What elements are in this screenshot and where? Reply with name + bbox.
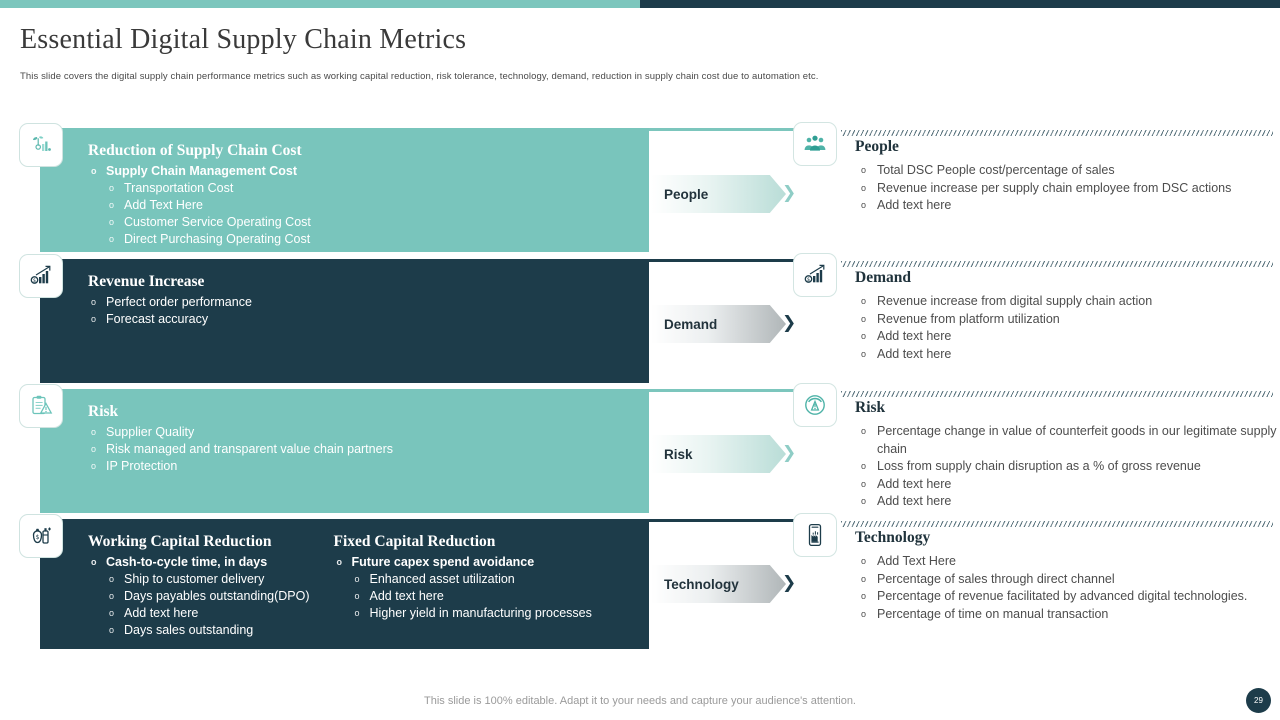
svg-text:$: $ (807, 277, 810, 283)
list-item: Add text here (859, 476, 1279, 494)
chevron-label: Technology (664, 576, 739, 592)
money-bar-chart-growth-icon: $ (19, 254, 63, 298)
list-item: Higher yield in manufacturing processes (352, 605, 592, 622)
left-block-capital-reduction[interactable]: Working Capital Reduction Cash-to-cycle … (0, 519, 649, 649)
left-block-sublist: Ship to customer delivery Days payables … (88, 571, 310, 639)
list-item: IP Protection (88, 458, 649, 475)
left-block-list: Future capex spend avoidance Enhanced as… (334, 554, 592, 622)
chevron-right-icon: ❯ (782, 573, 797, 592)
right-section-list: Add Text Here Percentage of sales throug… (859, 553, 1279, 623)
list-item: Add text here (859, 328, 1279, 346)
top-accent-bar-right (640, 0, 1280, 8)
right-section-title: People (855, 138, 899, 155)
left-block-title: Risk (88, 403, 119, 420)
list-item: Percentage change in value of counterfei… (859, 423, 1279, 458)
list-item: Revenue increase from digital supply cha… (859, 293, 1279, 311)
list-item: Revenue increase per supply chain employ… (859, 180, 1279, 198)
hatched-divider (841, 521, 1273, 527)
page-subtitle: This slide covers the digital supply cha… (20, 71, 819, 82)
chevron-banner-risk[interactable]: Risk (651, 435, 786, 473)
left-block-sublist: Enhanced asset utilization Add text here… (334, 571, 592, 622)
list-item: Ship to customer delivery (106, 571, 310, 588)
capital-column-fixed: Fixed Capital Reduction Future capex spe… (334, 533, 592, 639)
left-block-title: Fixed Capital Reduction (333, 533, 496, 550)
svg-text:$: $ (36, 534, 40, 541)
chevron-label: People (664, 186, 709, 202)
left-block-sublist: Transportation Cost Add Text Here Custom… (88, 180, 649, 248)
left-block-reduction-of-supply-chain-cost[interactable]: Reduction of Supply Chain Cost Supply Ch… (0, 128, 649, 252)
plant-growth-chart-icon (19, 123, 63, 167)
top-accent-bar (0, 0, 1280, 8)
list-item: Perfect order performance (88, 294, 649, 311)
connector-line-technology (648, 519, 808, 522)
chevron-banner-people[interactable]: People (651, 175, 786, 213)
list-item: Add Text Here (859, 553, 1279, 571)
capital-column-working: Working Capital Reduction Cash-to-cycle … (88, 533, 310, 639)
chevron-banner-demand[interactable]: Demand (651, 305, 786, 343)
connector-line-risk (648, 389, 808, 392)
clipboard-warning-icon (19, 384, 63, 428)
right-section-list: Total DSC People cost/percentage of sale… (859, 162, 1279, 215)
list-item: Cash-to-cycle time, in days (88, 554, 310, 571)
chevron-banner-technology[interactable]: Technology (651, 565, 786, 603)
list-item: Direct Purchasing Operating Cost (106, 231, 649, 248)
list-item: Percentage of revenue facilitated by adv… (859, 588, 1279, 606)
right-section-title: Risk (855, 399, 886, 416)
left-block-risk[interactable]: Risk Supplier Quality Risk managed and t… (0, 389, 649, 513)
connector-line-demand (648, 259, 808, 262)
list-item: Customer Service Operating Cost (106, 214, 649, 231)
left-block-list: Cash-to-cycle time, in days Ship to cust… (88, 554, 310, 639)
list-item: Transportation Cost (106, 180, 649, 197)
left-block-title: Reduction of Supply Chain Cost (88, 142, 302, 159)
hatched-divider (841, 261, 1273, 267)
smartphone-factory-icon (793, 513, 837, 557)
list-item: Days sales outstanding (106, 622, 310, 639)
list-item: Add Text Here (106, 197, 649, 214)
left-block-list: Perfect order performance Forecast accur… (88, 294, 649, 328)
right-section-list: Revenue increase from digital supply cha… (859, 293, 1279, 363)
list-item: Add text here (859, 346, 1279, 364)
list-item: Risk managed and transparent value chain… (88, 441, 649, 458)
left-block-list: Supplier Quality Risk managed and transp… (88, 424, 649, 475)
list-item: Supplier Quality (88, 424, 649, 441)
list-item: Loss from supply chain disruption as a %… (859, 458, 1279, 476)
list-item: Percentage of sales through direct chann… (859, 571, 1279, 589)
right-section-title: Demand (855, 269, 911, 286)
connector-line-people (648, 128, 808, 131)
list-item: Percentage of time on manual transaction (859, 606, 1279, 624)
people-group-icon (793, 122, 837, 166)
top-accent-bar-left (0, 0, 640, 8)
chevron-right-icon: ❯ (782, 313, 797, 332)
list-item: Forecast accuracy (88, 311, 649, 328)
hatched-divider (841, 391, 1273, 397)
money-bag-bottle-icon: $ (19, 514, 63, 558)
left-block-title: Working Capital Reduction (88, 533, 272, 550)
chevron-label: Demand (664, 316, 718, 332)
page-number-badge: 29 (1246, 688, 1271, 713)
chevron-right-icon: ❯ (782, 183, 797, 202)
chevron-label: Risk (664, 446, 693, 462)
hatched-divider (841, 130, 1273, 136)
svg-text:$: $ (33, 278, 36, 284)
list-item: Days payables outstanding(DPO) (106, 588, 310, 605)
chevron-right-icon: ❯ (782, 443, 797, 462)
list-item: Future capex spend avoidance (334, 554, 592, 571)
list-item: Add text here (106, 605, 310, 622)
list-item: Supply Chain Management Cost (88, 163, 649, 180)
footer-note: This slide is 100% editable. Adapt it to… (424, 695, 856, 707)
list-item: Add text here (352, 588, 592, 605)
left-block-list: Supply Chain Management Cost Transportat… (88, 163, 649, 248)
gauge-warning-icon (793, 383, 837, 427)
right-section-title: Technology (855, 529, 931, 546)
right-section-list: Percentage change in value of counterfei… (859, 423, 1279, 511)
money-bar-chart-growth-icon: $ (793, 253, 837, 297)
list-item: Enhanced asset utilization (352, 571, 592, 588)
list-item: Add text here (859, 197, 1279, 215)
list-item: Total DSC People cost/percentage of sale… (859, 162, 1279, 180)
page-title: Essential Digital Supply Chain Metrics (20, 24, 467, 55)
list-item: Add text here (859, 493, 1279, 511)
list-item: Revenue from platform utilization (859, 311, 1279, 329)
left-block-title: Revenue Increase (88, 273, 205, 290)
left-block-revenue-increase[interactable]: Revenue Increase Perfect order performan… (0, 259, 649, 383)
